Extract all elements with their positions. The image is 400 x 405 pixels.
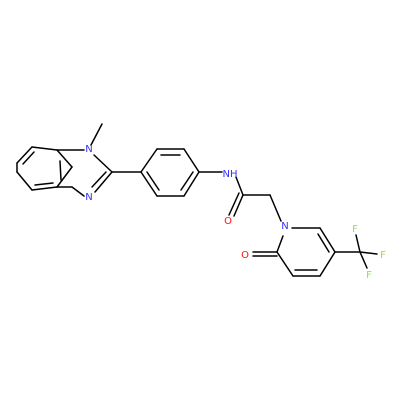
atom-o-pyridone: O	[241, 250, 249, 261]
bond-inner	[22, 151, 35, 165]
bond	[16, 171, 33, 191]
bond	[56, 149, 73, 168]
bond	[235, 176, 244, 196]
bond	[359, 251, 368, 269]
atom-n-pyridone: N	[281, 221, 288, 232]
atom-n-methyl: N	[85, 144, 92, 155]
bond	[140, 171, 158, 197]
bond	[31, 146, 58, 151]
bond-inner	[59, 160, 62, 181]
bond	[355, 234, 361, 253]
atom-o-amide: O	[224, 216, 232, 227]
bond-inner	[317, 233, 330, 253]
bond-inner	[146, 171, 160, 191]
bond	[319, 251, 336, 277]
bond	[71, 186, 85, 197]
bond-inner	[91, 171, 107, 188]
bond-double	[228, 192, 240, 216]
atom-labels: N N NH O N O F F F	[85, 144, 386, 281]
bond	[16, 146, 33, 164]
bond	[93, 154, 113, 173]
bond	[94, 171, 113, 193]
bond	[319, 227, 336, 253]
bond	[269, 194, 282, 222]
bond	[359, 251, 378, 255]
bond	[183, 171, 200, 197]
atom-nh: NH	[223, 169, 238, 180]
bond	[183, 148, 200, 173]
atom-f2: F	[380, 250, 386, 261]
bond	[276, 235, 284, 253]
bond	[31, 186, 58, 191]
bond-inner	[180, 171, 194, 191]
atom-n-imidazole: N	[85, 192, 92, 203]
bond	[56, 166, 73, 188]
bond	[276, 251, 294, 277]
bond	[90, 123, 103, 146]
bonds	[16, 123, 378, 277]
bond-inner	[34, 182, 54, 186]
bond	[233, 194, 244, 217]
atom-f3: F	[366, 270, 372, 281]
atom-f1: F	[352, 224, 358, 235]
bond	[140, 148, 158, 173]
